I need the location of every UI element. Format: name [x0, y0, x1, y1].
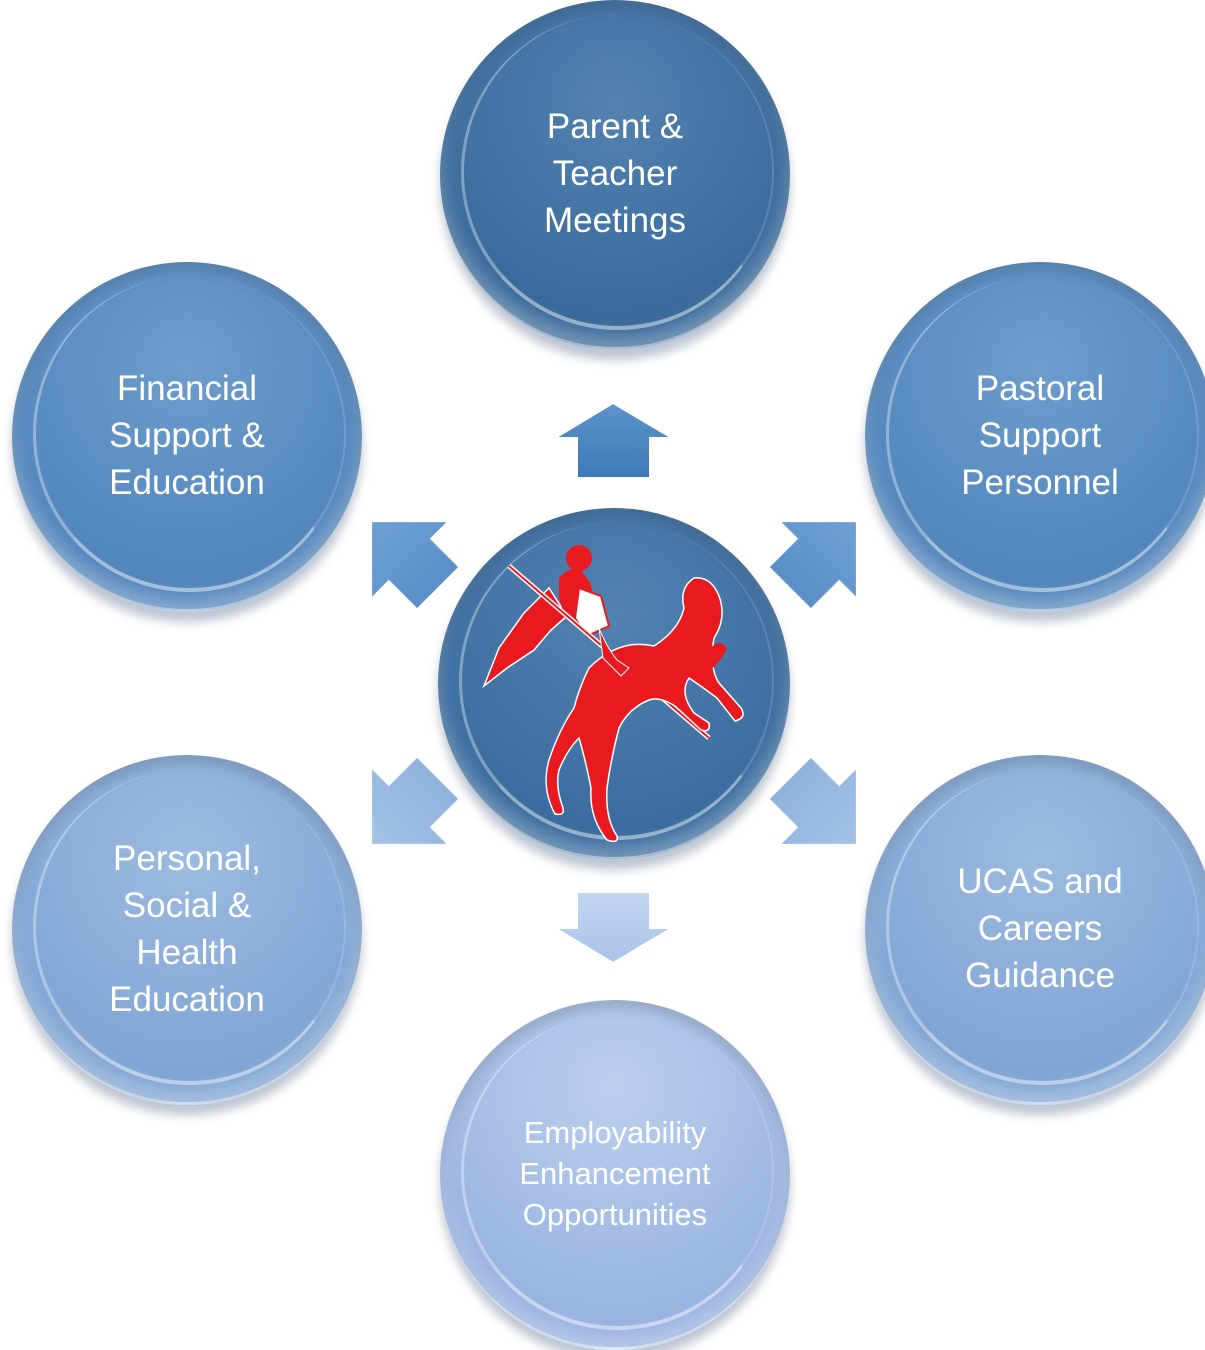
node-ucas-careers: UCAS and Careers Guidance	[865, 755, 1205, 1105]
arrow-down-right-icon	[767, 755, 858, 846]
node-personal-social-health: Personal, Social & Health Education	[12, 755, 362, 1105]
node-employability: Employability Enhancement Opportunities	[440, 1000, 790, 1350]
arrow-up-right-icon	[767, 520, 858, 611]
arrow-down-icon	[551, 891, 676, 965]
node-label: Financial Support & Education	[109, 369, 265, 502]
arrow-up-left-icon	[370, 520, 461, 611]
arrow-up-icon	[551, 401, 676, 479]
node-pastoral-support: Pastoral Support Personnel	[865, 262, 1205, 612]
node-label: UCAS and Careers Guidance	[957, 862, 1123, 995]
node-financial-support: Financial Support & Education	[12, 262, 362, 612]
node-label: Pastoral Support Personnel	[961, 369, 1119, 502]
horseman-logo-icon	[482, 544, 744, 842]
arrow-down-left-icon	[370, 755, 461, 846]
node-label: Employability Enhancement Opportunities	[519, 1115, 711, 1232]
node-parent-teacher-meetings: Parent & Teacher Meetings	[440, 0, 790, 350]
node-label: Parent & Teacher Meetings	[543, 107, 687, 240]
node-center-logo	[438, 508, 790, 860]
node-label: Personal, Social & Health Education	[109, 838, 265, 1019]
